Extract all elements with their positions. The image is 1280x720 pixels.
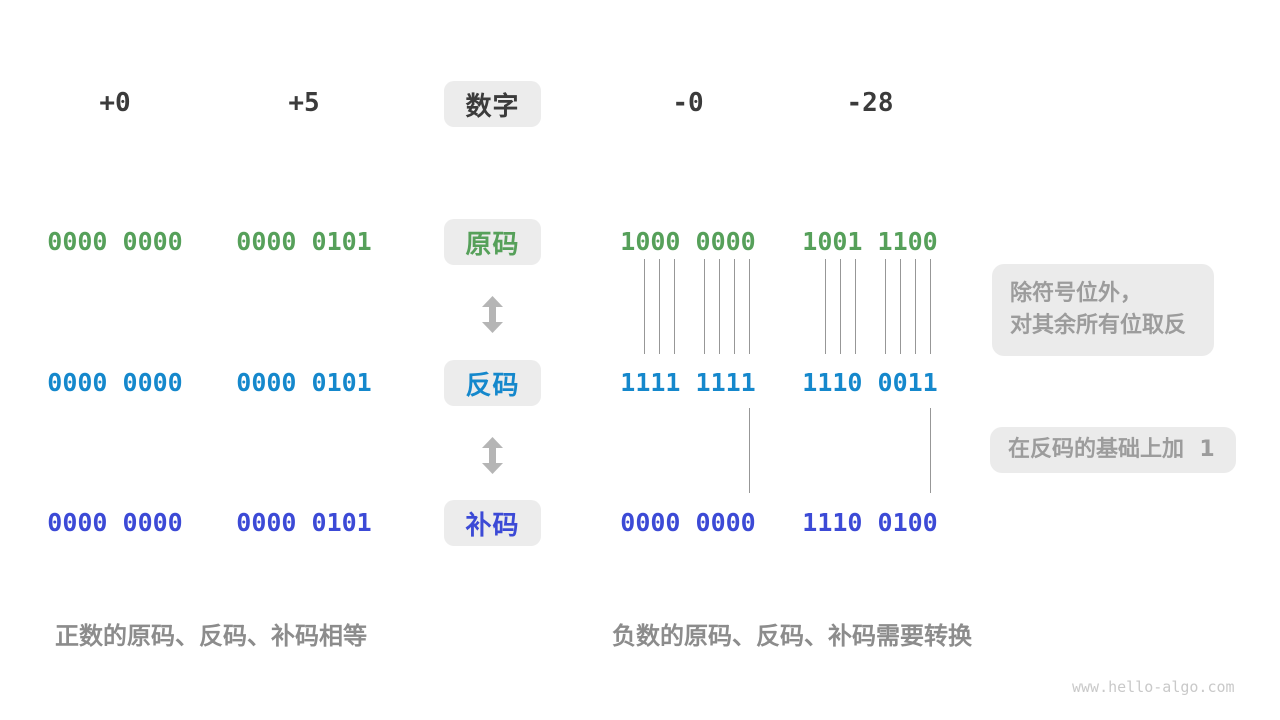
header-badge-number: 数字 <box>444 81 541 127</box>
twos-complement-minus28: 1110 0100 <box>802 508 938 537</box>
bit-connector-line <box>825 259 826 354</box>
ones-complement-badge: 反码 <box>444 360 541 406</box>
caption-negative: 负数的原码、反码、补码需要转换 <box>612 622 972 650</box>
bit-connector-line <box>885 259 886 354</box>
twos-complement-plus0: 0000 0000 <box>47 508 183 537</box>
sign-magnitude-minus28: 1001 1100 <box>802 227 938 256</box>
bit-connector-line <box>900 259 901 354</box>
caption-positive: 正数的原码、反码、补码相等 <box>55 622 367 650</box>
up-down-arrow-icon <box>480 437 505 474</box>
note-invert-bits-line2: 对其余所有位取反 <box>1010 313 1187 338</box>
note-invert-bits: 除符号位外， 对其余所有位取反 <box>992 264 1214 356</box>
header-value-plus5: +5 <box>288 88 320 118</box>
bit-connector-line <box>915 259 916 354</box>
sign-magnitude-badge: 原码 <box>444 219 541 265</box>
watermark: www.hello-algo.com <box>1072 678 1235 696</box>
bit-connector-line <box>674 259 675 354</box>
sign-magnitude-minus0: 1000 0000 <box>620 227 756 256</box>
sign-magnitude-plus5: 0000 0101 <box>236 227 372 256</box>
bit-connector-line <box>659 259 660 354</box>
ones-complement-minus28: 1110 0011 <box>802 368 938 397</box>
bit-connector-line <box>930 259 931 354</box>
ones-complement-plus5: 0000 0101 <box>236 368 372 397</box>
bit-connector-line <box>840 259 841 354</box>
bit-connector-line <box>704 259 705 354</box>
bit-connector-line <box>749 259 750 354</box>
note-add-one: 在反码的基础上加 1 <box>990 427 1236 473</box>
lsb-connector-line <box>930 408 931 493</box>
bit-connector-line <box>734 259 735 354</box>
ones-complement-minus0: 1111 1111 <box>620 368 756 397</box>
bit-connector-line <box>719 259 720 354</box>
note-add-one-line1: 在反码的基础上加 1 <box>1008 437 1215 462</box>
twos-complement-badge: 补码 <box>444 500 541 546</box>
twos-complement-minus0: 0000 0000 <box>620 508 756 537</box>
header-value-minus28: -28 <box>846 88 894 118</box>
twos-complement-plus5: 0000 0101 <box>236 508 372 537</box>
sign-magnitude-plus0: 0000 0000 <box>47 227 183 256</box>
up-down-arrow-icon <box>480 296 505 333</box>
bit-connector-line <box>855 259 856 354</box>
header-value-plus0: +0 <box>99 88 131 118</box>
header-value-minus0: -0 <box>672 88 704 118</box>
note-invert-bits-line1: 除符号位外， <box>1010 281 1143 306</box>
ones-complement-plus0: 0000 0000 <box>47 368 183 397</box>
lsb-connector-line <box>749 408 750 493</box>
bit-connector-line <box>644 259 645 354</box>
